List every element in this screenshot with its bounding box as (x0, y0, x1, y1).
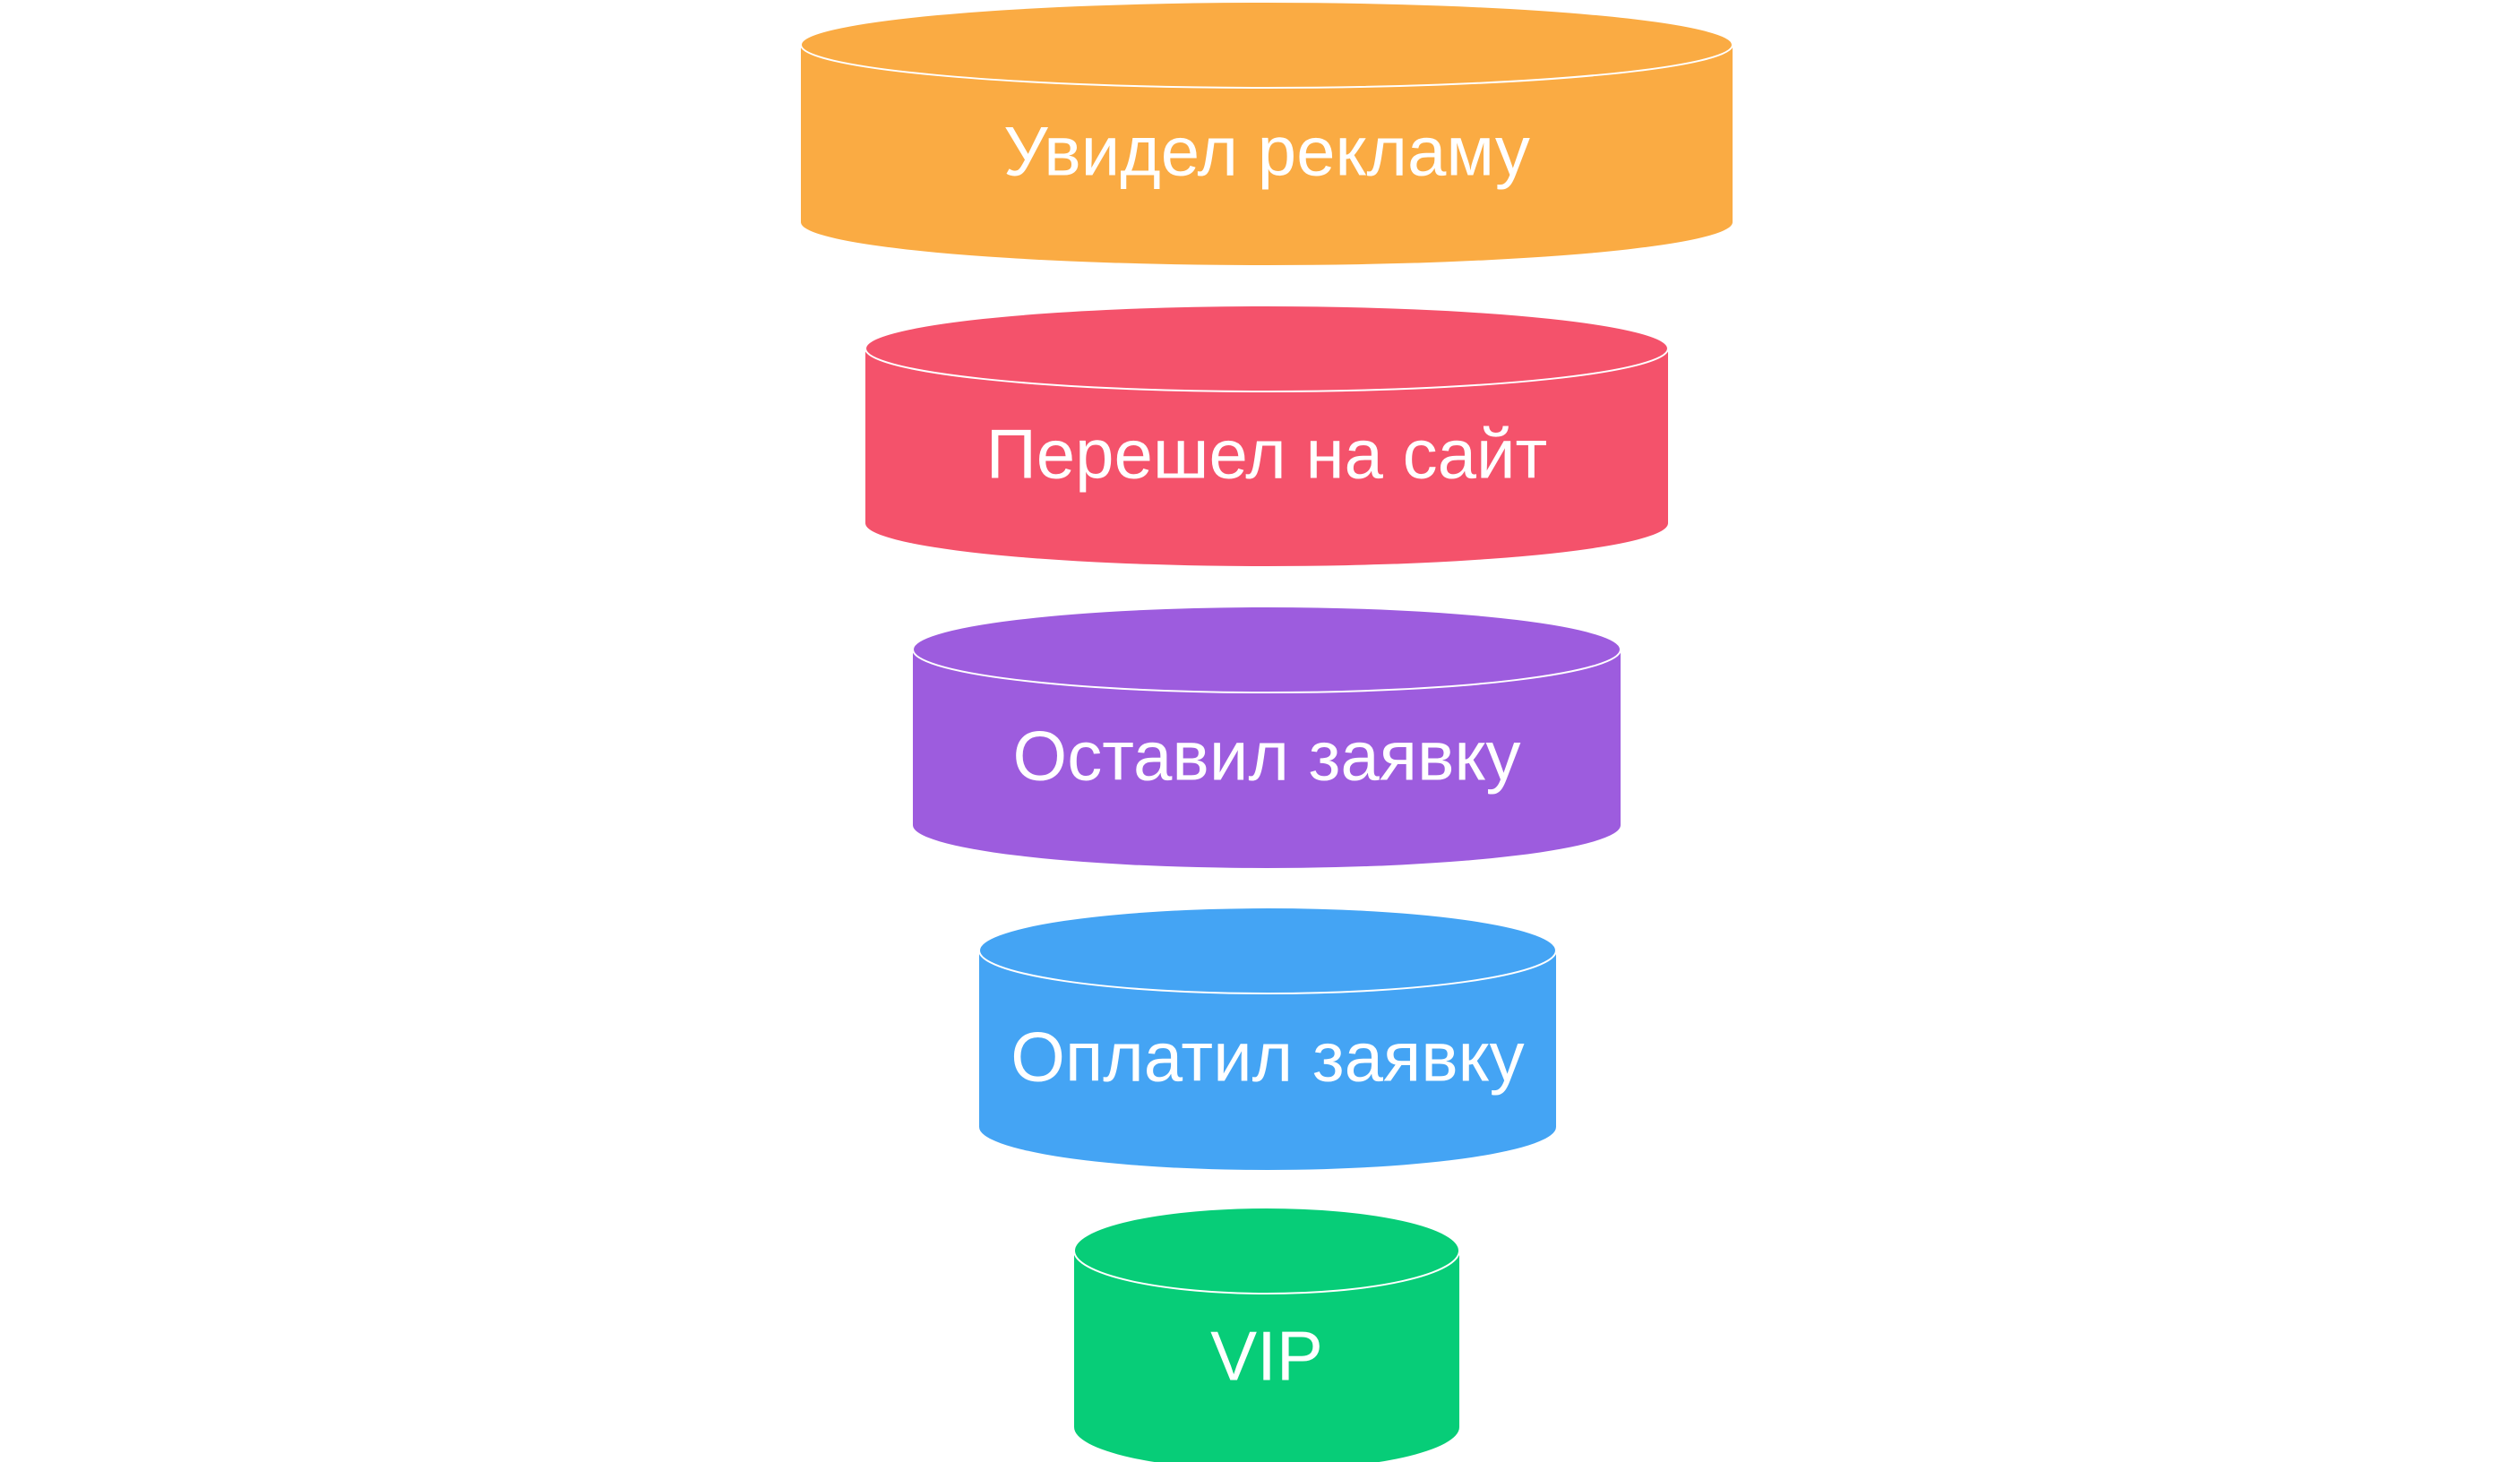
stage-4-cylinder-body (979, 950, 1556, 1170)
stage-5-cylinder-body (1074, 1251, 1459, 1462)
stage-2-cylinder-body (865, 348, 1668, 566)
stage-5-label: VIP (1210, 1317, 1323, 1396)
funnel-stage-4: Оплатил заявку (978, 907, 1557, 1170)
stage-2-cylinder-top (864, 305, 1669, 392)
stage-2-label: Перешел на сайт (986, 415, 1548, 494)
stage-5-cylinder-top (1073, 1207, 1460, 1294)
funnel-stage-1: Увидел рекламу (800, 1, 1733, 265)
stage-3-label: Оставил заявку (1013, 717, 1521, 796)
stage-3-cylinder-top (912, 606, 1621, 693)
stage-4-cylinder-top (978, 907, 1557, 994)
funnel-stage-2: Перешел на сайт (864, 305, 1669, 566)
funnel-stage-5: VIP (1073, 1207, 1460, 1462)
stage-1-cylinder-top (800, 1, 1733, 89)
stage-4-label: Оплатил заявку (1011, 1018, 1524, 1096)
funnel-stage-3: Оставил заявку (912, 606, 1621, 868)
stage-3-cylinder-body (913, 649, 1621, 868)
stage-1-cylinder-body (801, 45, 1733, 265)
stage-1-label: Увидел рекламу (1003, 112, 1530, 191)
